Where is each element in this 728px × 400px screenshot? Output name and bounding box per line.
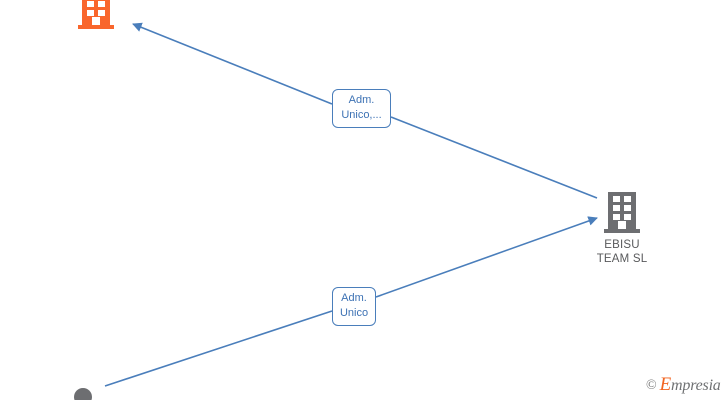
person-icon	[74, 388, 92, 400]
edge-ebisu-to-origin[interactable]	[132, 22, 598, 199]
node-person[interactable]	[66, 385, 100, 400]
empresia-watermark: © Empresia	[646, 374, 721, 395]
edge-label-adm-unico-2[interactable]: Adm. Unico	[332, 287, 376, 326]
brand-first-letter: E	[659, 374, 672, 395]
node-ebisu-label-line2: TEAM SL	[596, 253, 648, 265]
node-company-origin[interactable]	[72, 0, 120, 36]
edge-label-2-line1: Adm.	[341, 292, 367, 304]
copyright-icon: ©	[646, 377, 657, 393]
building-icon	[78, 0, 114, 29]
edge-label-1-line1: Adm.	[348, 94, 375, 106]
brand-rest: mpresia	[671, 377, 721, 394]
node-ebisu-label: EBISU TEAM SL	[596, 238, 648, 266]
edge-1-segment-right	[390, 116, 598, 199]
building-icon	[604, 192, 640, 233]
edge-label-2-line2: Unico	[339, 307, 369, 319]
brand-name: Empresia	[659, 374, 721, 395]
edge-2-segment-left	[104, 310, 333, 387]
edge-1-segment-left	[132, 22, 333, 105]
edge-label-adm-unico-1[interactable]: Adm. Unico,...	[332, 89, 391, 128]
edge-person-to-ebisu[interactable]	[104, 216, 598, 387]
node-company-ebisu[interactable]: EBISU TEAM SL	[596, 190, 648, 266]
edge-2-segment-right	[375, 216, 598, 298]
node-ebisu-label-line1: EBISU	[604, 239, 640, 251]
edge-label-1-line2: Unico,...	[341, 109, 382, 121]
